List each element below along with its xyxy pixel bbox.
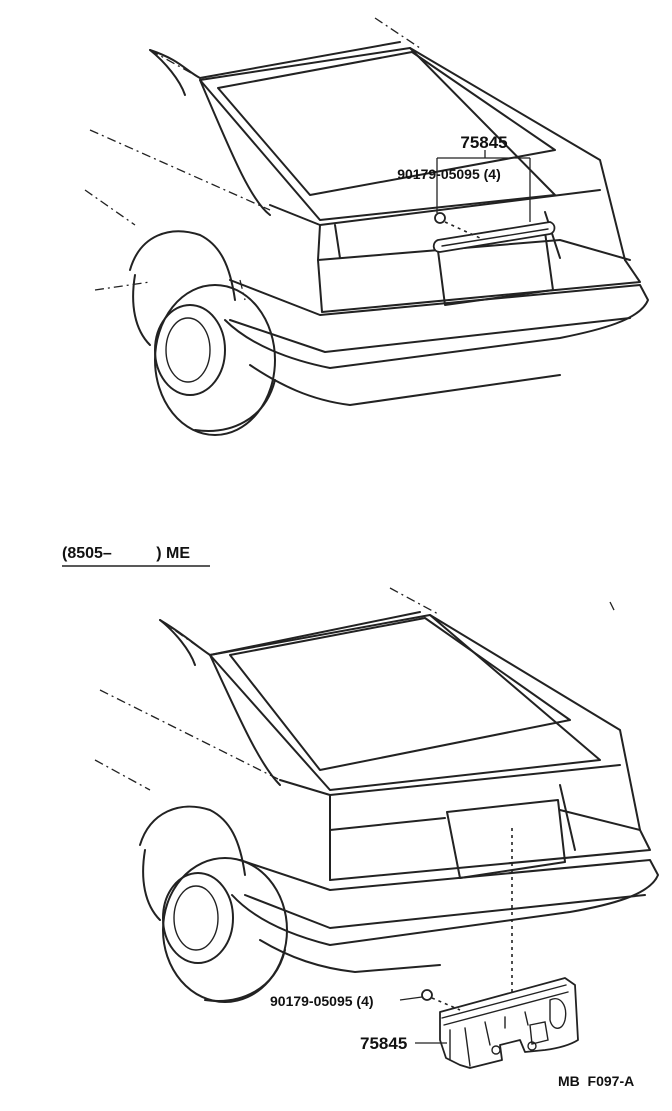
top-car-drawing [84, 17, 649, 436]
top-callout-clip: 90179-05095 (4) [397, 166, 501, 182]
top-leader-lines [436, 150, 531, 222]
bottom-callout-clip: 90179-05095 (4) [270, 993, 374, 1009]
bottom-callout-75845: 75845 [360, 1034, 407, 1053]
top-clip [434, 212, 481, 239]
top-callout-75845: 75845 [460, 133, 507, 152]
bottom-license-garnish [439, 977, 579, 1069]
catalog-code: MB F097-A [558, 1073, 634, 1089]
bottom-car-drawing [94, 587, 659, 1003]
section-label: (8505– ) ME [62, 545, 190, 562]
bottom-clip [421, 989, 461, 1011]
top-license-garnish [432, 221, 556, 253]
bottom-leader-lines [399, 996, 447, 1044]
